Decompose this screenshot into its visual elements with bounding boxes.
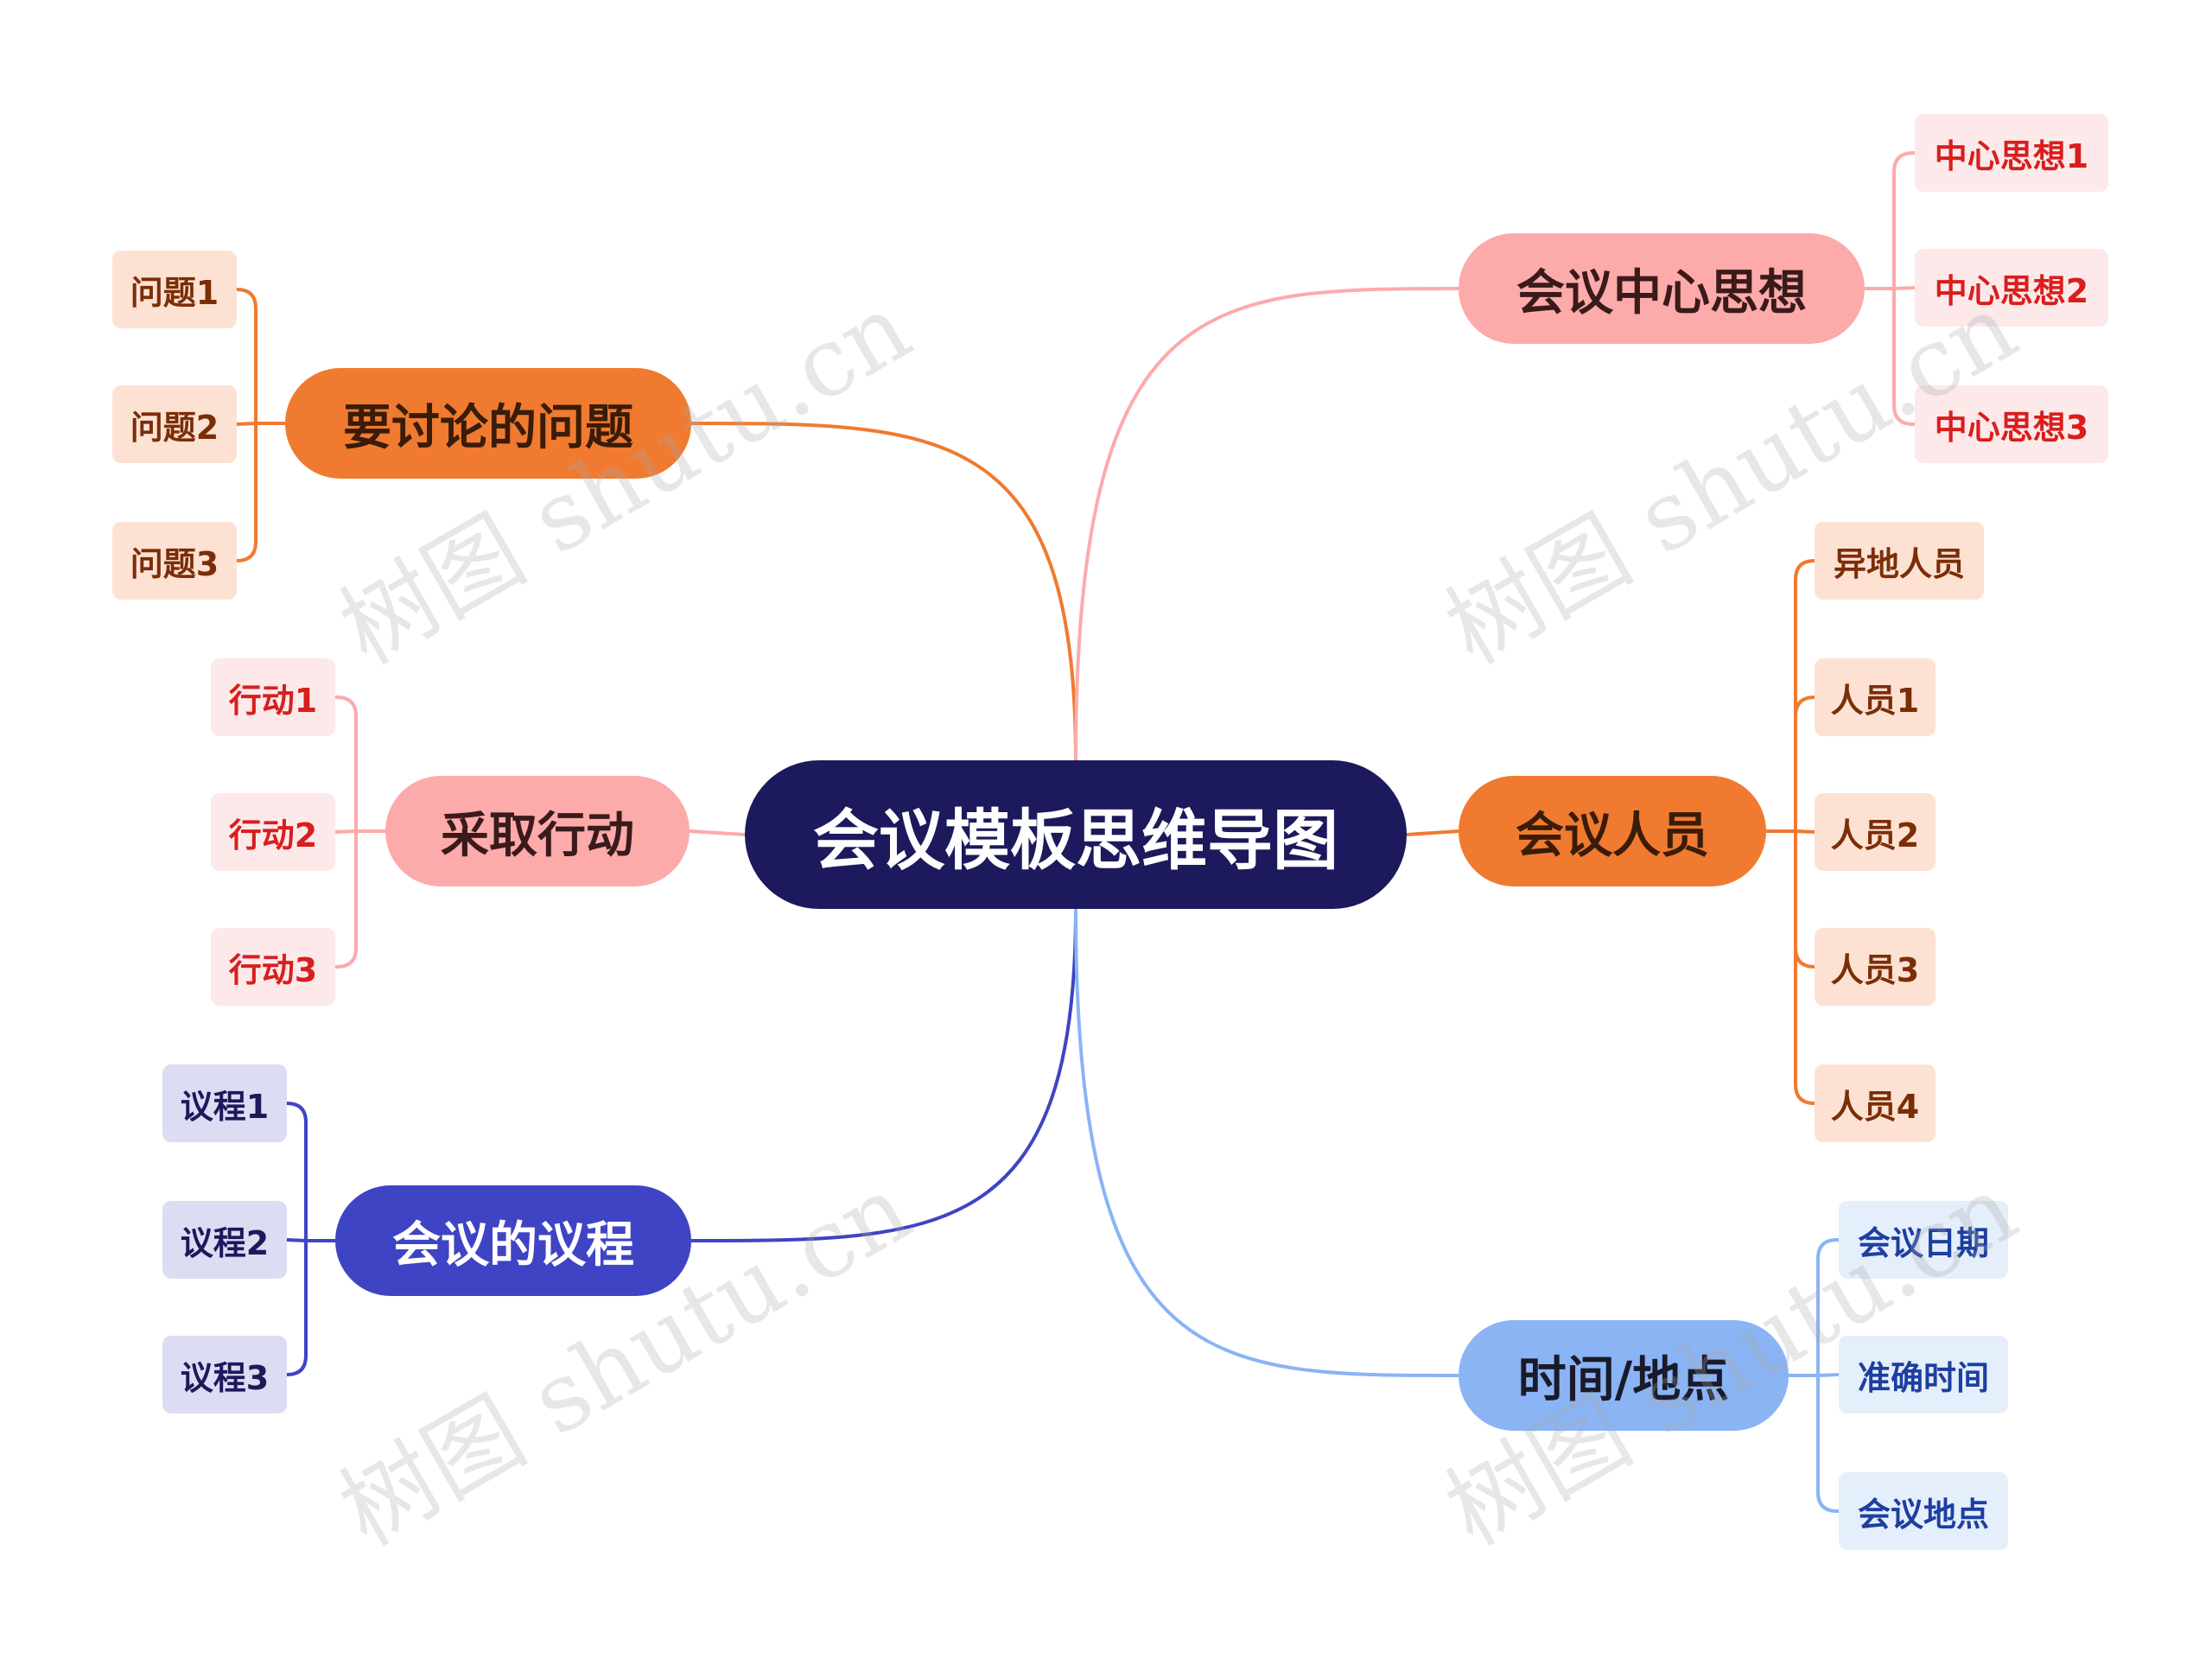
leaf-question-2[interactable]: 问题2 [112,385,237,463]
leaf-agenda-3[interactable]: 议程3 [162,1336,287,1413]
branch-time-place[interactable]: 时间/地点 [1459,1320,1789,1431]
leaf-question-1[interactable]: 问题1 [112,251,237,328]
leaf-action-1[interactable]: 行动1 [211,658,335,736]
leaf-remote-attendees[interactable]: 异地人员 [1815,522,1984,600]
leaf-meeting-location[interactable]: 会议地点 [1839,1472,2008,1550]
connector-questions-leaf [236,288,257,423]
branch-core-ideas[interactable]: 会议中心思想 [1459,233,1865,344]
connector-people-leaf [1794,831,1815,969]
connector-actions-leaf [334,829,357,834]
leaf-idea-1[interactable]: 中心思想1 [1915,114,2108,192]
leaf-agenda-2[interactable]: 议程2 [162,1201,287,1279]
connector-people-leaf [1795,829,1815,834]
branch-actions[interactable]: 采取行动 [385,776,690,886]
branch-attendees[interactable]: 会议人员 [1459,776,1766,886]
connector-ideas-leaf [1892,289,1915,426]
leaf-meeting-date[interactable]: 会议日期 [1839,1201,2008,1279]
connector-timeplace-leaf [1816,1238,1839,1375]
connector-ideas-leaf [1893,286,1916,290]
leaf-attendee-2[interactable]: 人员2 [1815,793,1936,871]
connector-timeplace [1074,908,1459,1377]
leaf-attendee-3[interactable]: 人员3 [1815,928,1936,1006]
connector-agenda-leaf [286,1241,308,1376]
connector-people-leaf [1794,559,1815,831]
branch-agenda[interactable]: 会议的议程 [335,1185,691,1296]
leaf-attendee-4[interactable]: 人员4 [1815,1064,1936,1142]
leaf-agenda-1[interactable]: 议程1 [162,1064,287,1142]
leaf-question-3[interactable]: 问题3 [112,522,237,600]
connector-timeplace-leaf [1816,1375,1839,1513]
connector-questions-leaf [236,423,257,562]
connector-questions-leaf [236,422,257,426]
connector-agenda-leaf [286,1102,308,1241]
leaf-attendee-1[interactable]: 人员1 [1815,658,1936,736]
connector-actions [689,829,746,836]
central-topic[interactable]: 会议模板思维导图 [745,760,1407,909]
connector-agenda-leaf [286,1238,307,1242]
connector-agenda [690,908,1077,1242]
branch-questions[interactable]: 要讨论的问题 [285,368,691,479]
connector-people [1406,829,1459,836]
connector-actions-leaf [335,831,358,969]
leaf-action-2[interactable]: 行动2 [211,793,335,871]
connector-actions-leaf [335,696,358,831]
connector-ideas-leaf [1892,151,1915,289]
leaf-exact-time[interactable]: 准确时间 [1839,1336,2008,1413]
connector-people-leaf [1794,831,1815,1105]
leaf-action-3[interactable]: 行动3 [211,928,335,1006]
connector-people-leaf [1794,696,1815,831]
connector-ideas [1074,287,1459,761]
leaf-idea-3[interactable]: 中心思想3 [1915,385,2108,463]
connector-questions [690,422,1077,761]
leaf-idea-2[interactable]: 中心思想2 [1915,249,2108,327]
